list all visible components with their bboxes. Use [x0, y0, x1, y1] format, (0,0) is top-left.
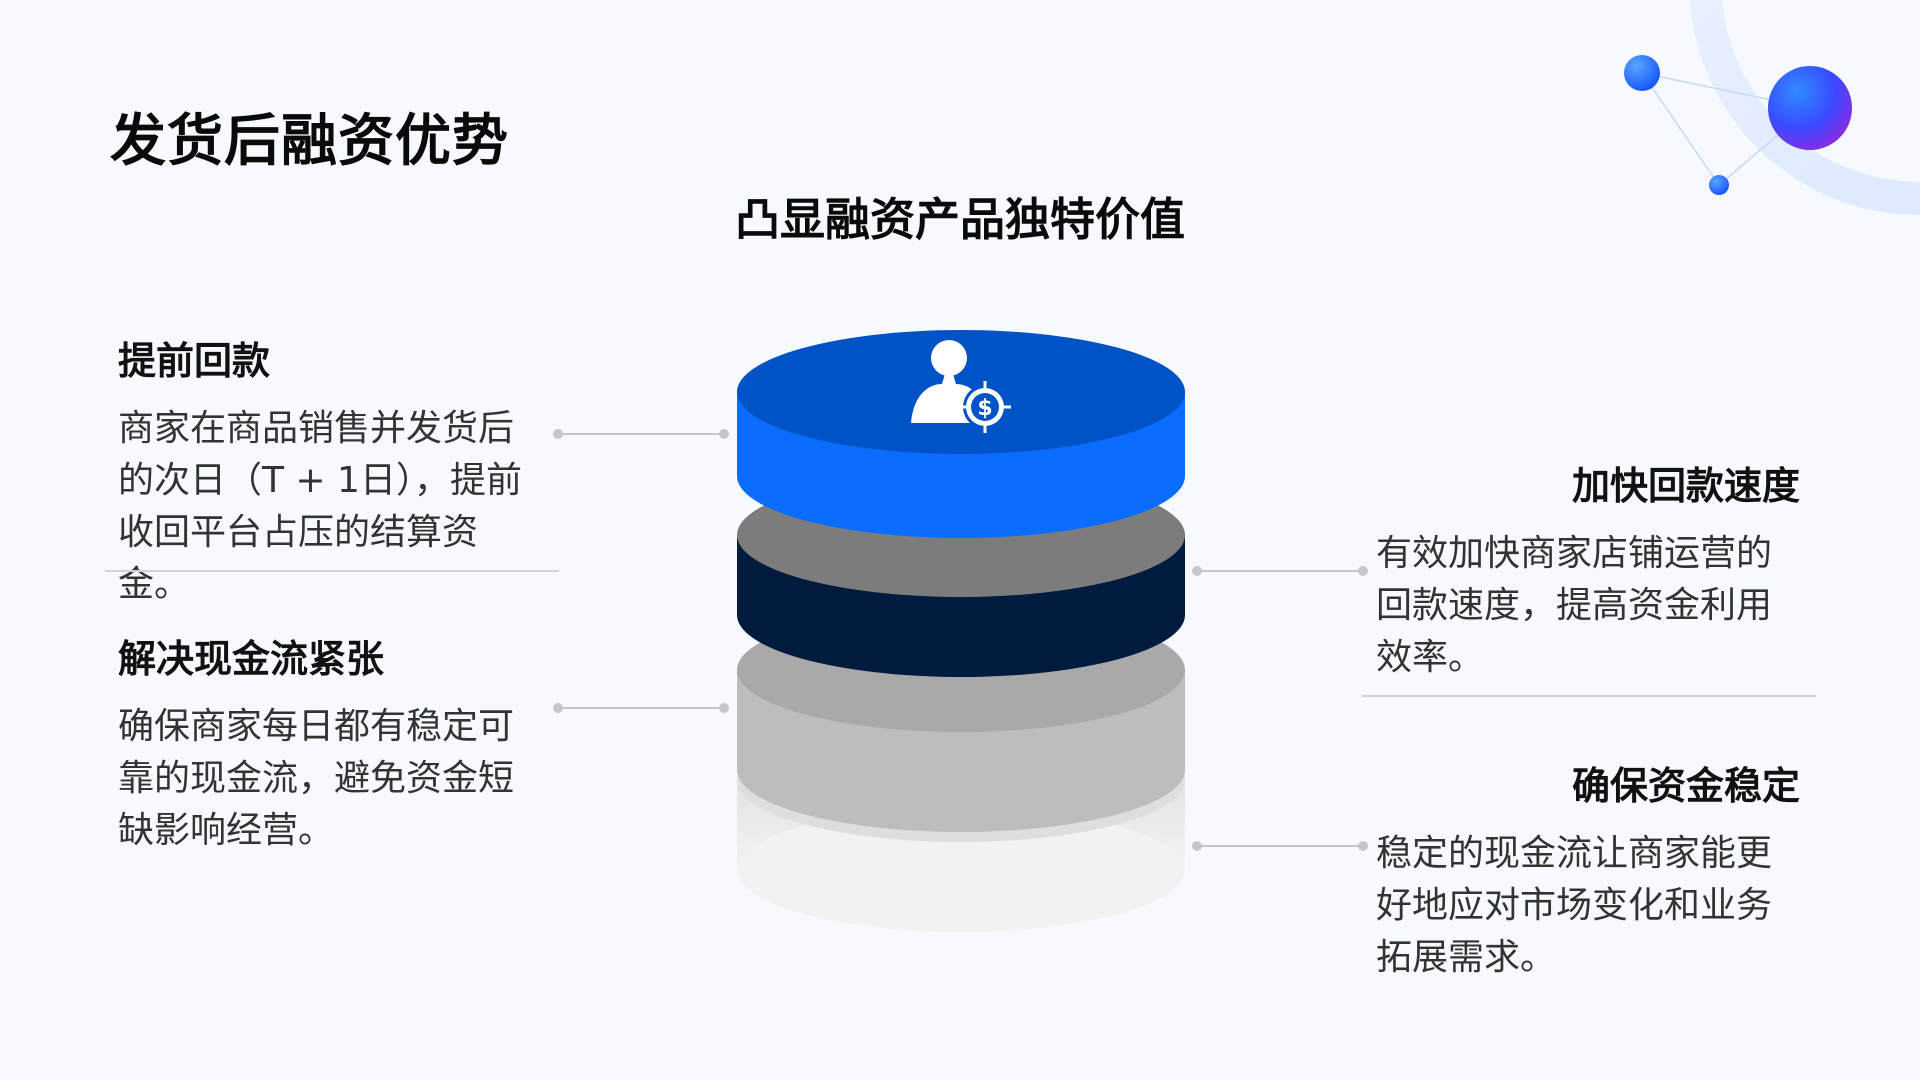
point-body: 有效加快商家店铺运营的回款速度，提高资金利用效率。 — [1376, 533, 1773, 678]
point-stability: 确保资金稳定 稳定的现金流让商家能更好地应对市场变化和业务拓展需求。 — [1376, 755, 1800, 984]
svg-text:$: $ — [977, 396, 992, 421]
connector-line — [553, 703, 729, 713]
decorative-orb-large — [1768, 66, 1852, 150]
decorative-line — [1718, 107, 1811, 186]
point-advance-payment: 提前回款 商家在商品销售并发货后的次日（T + 1日），提前收回平台占压的结算资… — [118, 330, 538, 611]
decorative-line — [1641, 72, 1811, 109]
connector-line — [1192, 841, 1368, 851]
divider — [105, 570, 559, 572]
point-cash-flow: 解决现金流紧张 确保商家每日都有稳定可靠的现金流，避免资金短缺影响经营。 — [118, 628, 538, 857]
disk-layer-5 — [737, 718, 1185, 932]
connector-line — [553, 429, 729, 439]
point-speed-up: 加快回款速度 有效加快商家店铺运营的回款速度，提高资金利用效率。 — [1376, 455, 1800, 684]
point-heading: 解决现金流紧张 — [118, 637, 385, 681]
person-dollar-icon: $ — [911, 340, 1011, 433]
point-body: 确保商家每日都有稳定可靠的现金流，避免资金短缺影响经营。 — [118, 706, 515, 851]
connector-line — [1192, 566, 1368, 576]
point-heading: 确保资金稳定 — [1571, 764, 1800, 808]
point-body: 商家在商品销售并发货后的次日（T + 1日），提前收回平台占压的结算资金。 — [118, 408, 522, 605]
decorative-line — [1641, 72, 1720, 186]
decorative-orb-small — [1624, 55, 1660, 91]
disk-layer-3 — [737, 473, 1185, 677]
point-body: 稳定的现金流让商家能更好地应对市场变化和业务拓展需求。 — [1376, 833, 1773, 978]
page-title: 发货后融资优势 — [110, 109, 509, 174]
disk-layer-4 — [737, 608, 1185, 832]
decorative-orb-tiny — [1709, 175, 1729, 195]
decorative-arc — [1690, 0, 1920, 216]
point-heading: 提前回款 — [118, 339, 271, 383]
point-heading: 加快回款速度 — [1571, 464, 1800, 508]
divider — [1362, 695, 1816, 697]
page-subtitle: 凸显融资产品独特价值 — [734, 193, 1185, 246]
disk-layer-1 — [737, 330, 1185, 538]
